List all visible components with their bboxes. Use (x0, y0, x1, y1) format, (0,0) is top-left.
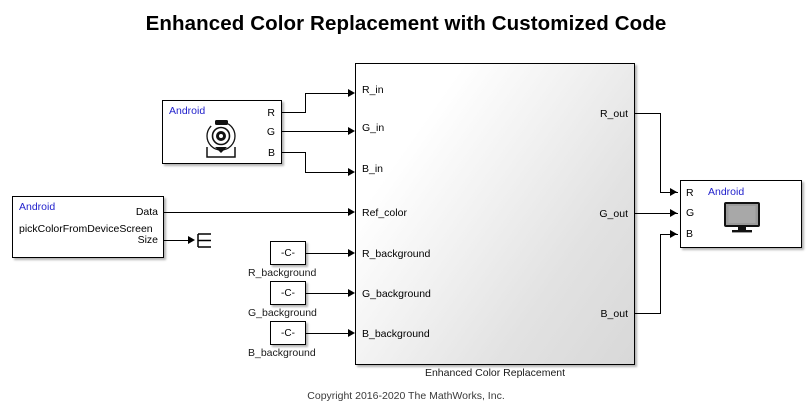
android-vendor-label-display: Android (708, 186, 745, 198)
wire-rout-arrow (670, 187, 677, 196)
constant-block-r-background[interactable]: -C- (270, 241, 306, 265)
terminator-icon[interactable] (197, 231, 217, 255)
subsystem-input-label-g-background: G_background (362, 288, 431, 300)
constant-block-g-background[interactable]: -C- (270, 281, 306, 305)
page-title: Enhanced Color Replacement with Customiz… (145, 12, 667, 35)
wire-bout-seg2 (660, 234, 661, 314)
subsystem-input-label-r-in: R_in (362, 84, 384, 96)
wire-camera-r-seg2 (305, 93, 306, 113)
android-video-display-block[interactable]: R G B Android (680, 180, 802, 248)
subsystem-output-label-g-out: G_out (599, 208, 628, 220)
pick-color-from-device-screen-block[interactable]: Android pickColorFromDeviceScreen Data S… (12, 196, 164, 258)
wire-const-g-arrow (348, 288, 355, 297)
wire-camera-b-seg1 (282, 152, 305, 153)
constant-label-b-background: B_background (248, 347, 316, 359)
pick-color-block-name: pickColorFromDeviceScreen (19, 223, 153, 235)
android-vendor-label: Android (169, 105, 206, 117)
wire-rout-seg3 (660, 192, 678, 193)
android-vendor-label-pickcolor: Android (19, 201, 56, 213)
wire-data-to-refcolor-arrow (348, 207, 355, 216)
subsystem-input-label-ref-color: Ref_color (362, 207, 407, 219)
subsystem-input-label-b-background: B_background (362, 328, 430, 340)
enhanced-color-replacement-subsystem[interactable]: R_in G_in B_in Ref_color R_background G_… (355, 63, 635, 365)
pick-color-port-label-data: Data (135, 206, 158, 218)
wire-data-to-refcolor (164, 212, 350, 213)
constant-value-b: -C- (281, 327, 295, 339)
wire-bout-seg3 (660, 234, 678, 235)
subsystem-input-label-g-in: G_in (362, 122, 385, 134)
wire-gout (635, 213, 678, 214)
display-port-label-b: B (686, 228, 694, 240)
wire-const-r (306, 253, 350, 254)
wire-const-r-arrow (348, 248, 355, 257)
constant-label-g-background: G_background (248, 307, 317, 319)
wire-camera-b-seg2 (305, 152, 306, 172)
subsystem-output-label-b-out: B_out (600, 308, 628, 320)
subsystem-input-label-r-background: R_background (362, 248, 431, 260)
camera-port-label-r: R (267, 107, 275, 119)
wire-const-g (306, 293, 350, 294)
wire-const-b-arrow (348, 328, 355, 337)
subsystem-input-label-b-in: B_in (362, 163, 384, 175)
wire-size-to-terminator (164, 240, 192, 241)
wire-bout-seg1 (635, 313, 660, 314)
wire-camera-b-arrow (348, 167, 355, 176)
wire-bout-arrow (670, 229, 677, 238)
pick-color-port-label-size: Size (137, 234, 158, 246)
camera-icon (195, 117, 247, 166)
copyright-notice: Copyright 2016-2020 The MathWorks, Inc. (307, 390, 505, 402)
camera-port-label-g: G (266, 126, 275, 138)
constant-value-g: -C- (281, 287, 295, 299)
wire-camera-g (282, 131, 350, 132)
wire-camera-b-seg3 (305, 172, 350, 173)
display-port-label-r: R (686, 187, 694, 199)
constant-value-r: -C- (281, 247, 295, 259)
subsystem-caption: Enhanced Color Replacement (424, 367, 566, 379)
constant-block-b-background[interactable]: -C- (270, 321, 306, 345)
constant-label-r-background: R_background (248, 267, 317, 279)
camera-port-label-b: B (267, 147, 275, 159)
monitor-icon (721, 201, 763, 240)
wire-camera-g-arrow (348, 126, 355, 135)
wire-camera-r-arrow (348, 88, 355, 97)
android-camera-block[interactable]: Android R G B (162, 100, 282, 164)
wire-camera-r-seg1 (282, 112, 305, 113)
wire-const-b (306, 333, 350, 334)
wire-camera-r-seg3 (305, 93, 350, 94)
wire-gout-arrow (670, 208, 677, 217)
wire-size-terminator-arrow (188, 235, 195, 244)
subsystem-output-label-r-out: R_out (599, 108, 628, 120)
wire-rout-seg1 (635, 113, 660, 114)
wire-rout-seg2 (660, 113, 661, 192)
display-port-label-g: G (686, 207, 695, 219)
